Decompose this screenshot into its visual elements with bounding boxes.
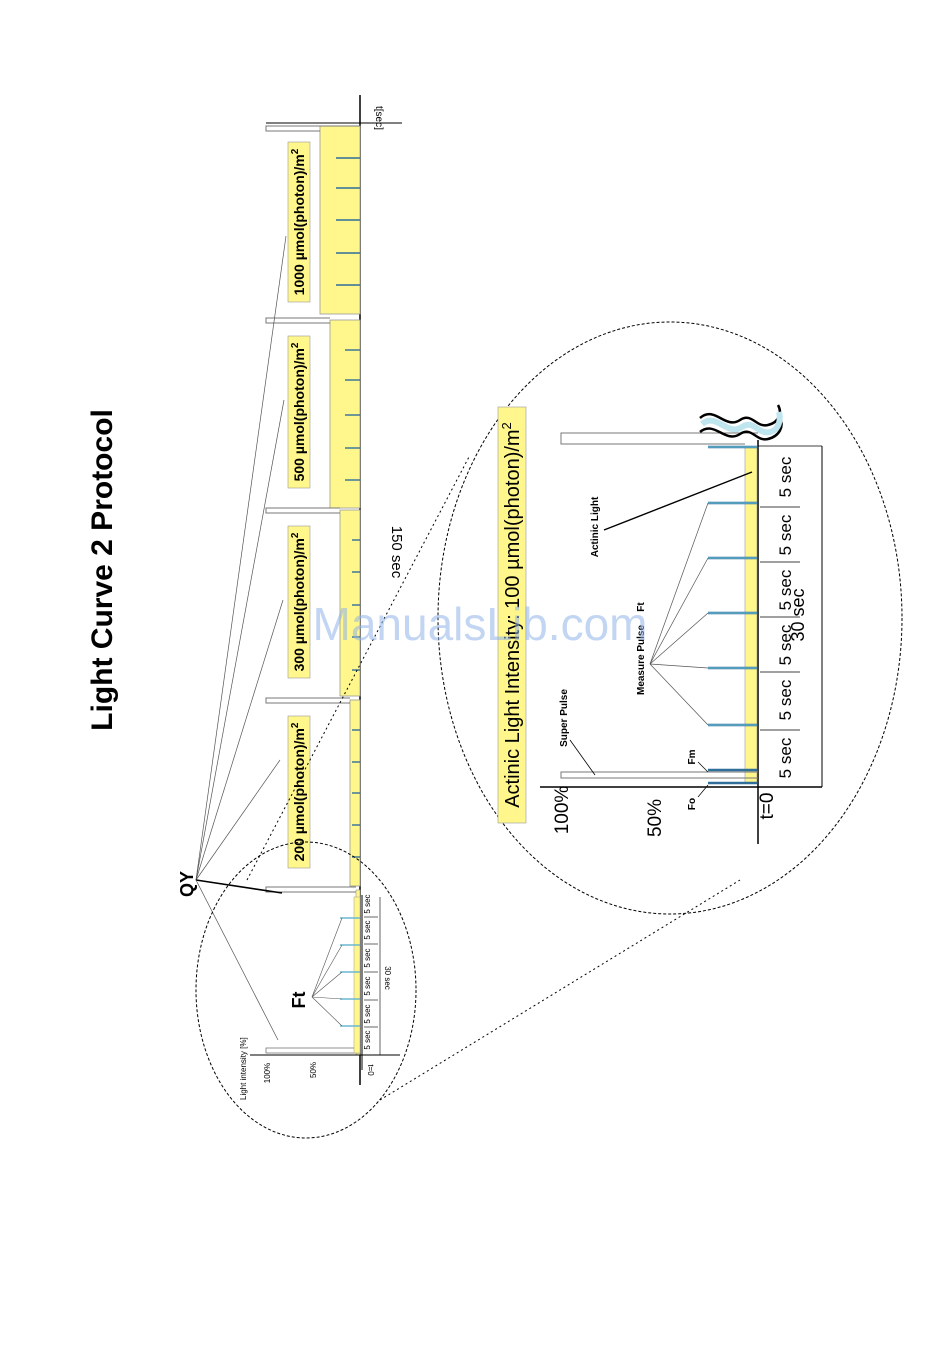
small-inset-y50: 50%	[309, 1062, 318, 1078]
small-inset: Ft 100% 50% Light intensity [%] t=0 5 se…	[195, 841, 417, 1139]
actinic-light-pointer	[603, 471, 753, 531]
band-label-1000: 1000 µmol(photon)/m2	[287, 141, 311, 303]
pulse-bracket-1	[265, 125, 360, 132]
svg-text:200 µmol(photon)/m2: 200 µmol(photon)/m2	[290, 722, 307, 861]
zoom-step-label: 5 sec	[776, 679, 795, 720]
small-inset-ellipse	[195, 841, 417, 1139]
duration-150-label: 150 sec	[388, 526, 405, 579]
fo-pointer	[697, 784, 709, 798]
small-inset-ft-fan	[311, 917, 343, 1027]
svg-text:Actinic Light Intensity: 100 µ: Actinic Light Intensity: 100 µmol(photon…	[499, 422, 524, 808]
band-label-300: 300 µmol(photon)/m2	[287, 525, 311, 679]
svg-text:1000 µmol(photon)/m2: 1000 µmol(photon)/m2	[290, 148, 307, 295]
band-500	[329, 319, 361, 509]
zoom-step-label: 5 sec	[776, 514, 795, 555]
band-label-200: 200 µmol(photon)/m2	[287, 715, 311, 869]
qy-label: QY	[177, 871, 197, 897]
small-step-label: 5 sec	[363, 1030, 372, 1049]
qy-fan-lines	[195, 235, 287, 1041]
small-inset-ticks	[340, 917, 360, 1027]
fm-label: Fm	[687, 749, 698, 764]
band-300	[339, 509, 361, 697]
small-inset-super-pulse	[265, 1047, 361, 1054]
zoom-super-pulse-start	[560, 771, 758, 779]
zoom-y100: 100%	[552, 786, 573, 835]
actinic-light-label: Actinic Light	[590, 496, 601, 557]
pulse-bracket-2	[265, 317, 330, 324]
super-pulse-pointer	[569, 739, 596, 776]
svg-text:300 µmol(photon)/m2: 300 µmol(photon)/m2	[290, 532, 307, 671]
fo-label: Fo	[687, 798, 698, 810]
ft-label: Ft	[636, 602, 647, 612]
super-pulse-label: Super Pulse	[559, 689, 570, 747]
measure-pulse-fan	[649, 502, 709, 726]
small-step-label: 5 sec	[363, 894, 372, 913]
zoom-step-label: 5 sec	[776, 456, 795, 497]
band-label-500: 500 µmol(photon)/m2	[287, 335, 311, 489]
watermark-text: ManualsLib.com	[313, 598, 648, 650]
zoom-step-label: 5 sec	[776, 737, 795, 778]
svg-text:500 µmol(photon)/m2: 500 µmol(photon)/m2	[290, 342, 307, 481]
pulse-bracket-4	[265, 697, 350, 704]
small-inset-t0: t=0	[366, 1064, 375, 1076]
small-inset-actinic-band	[353, 896, 361, 1054]
zoom-y50: 50%	[645, 799, 666, 837]
zoom-title-box: Actinic Light Intensity: 100 µmol(photon…	[497, 406, 527, 824]
small-inset-ylabel: Light intensity [%]	[239, 1037, 248, 1100]
main-timeline: t[sec] 1000 µmol(photon)/m2 500 µmol(pho…	[177, 95, 405, 1085]
main-measure-ticks	[336, 157, 360, 858]
fm-pointer	[697, 761, 709, 773]
zoom-step-label: 5 sec	[776, 624, 795, 665]
zoom-actinic-band	[744, 446, 758, 784]
small-step-label: 5 sec	[363, 976, 372, 995]
small-step-label: 5 sec	[363, 1004, 372, 1023]
small-inset-total: 30 sec	[383, 966, 392, 990]
zoom-step-labels: 5 sec 5 sec 5 sec 5 sec 5 sec 5 sec	[758, 445, 822, 778]
zoom-step-label: 5 sec	[776, 569, 795, 610]
pulse-bracket-3	[265, 507, 340, 514]
zoom-total-label: 30 sec	[788, 588, 808, 641]
zoom-inset: Actinic Light Intensity: 100 µmol(photon…	[437, 321, 903, 915]
pulse-bracket-5	[265, 886, 356, 893]
small-step-label: 5 sec	[363, 948, 372, 967]
zoom-measure-ticks	[708, 445, 757, 785]
zoom-super-pulse-end	[560, 432, 758, 445]
zoom-connector-lines	[246, 454, 741, 1101]
page-title: Light Curve 2 Protocol	[86, 409, 119, 731]
zoom-inset-ellipse	[437, 321, 903, 915]
small-inset-step-labels: 5 sec 5 sec 5 sec 5 sec 5 sec 5 sec	[363, 894, 381, 1055]
zoom-t0: t=0	[757, 793, 778, 820]
small-step-label: 5 sec	[363, 920, 372, 939]
time-unit-label: t[sec]	[373, 106, 384, 130]
squiggle-fill	[700, 411, 783, 436]
small-inset-ft-label: Ft	[289, 992, 309, 1009]
measure-pulse-label: Measure Pulse	[636, 625, 647, 695]
small-inset-y100: 100%	[263, 1063, 272, 1083]
